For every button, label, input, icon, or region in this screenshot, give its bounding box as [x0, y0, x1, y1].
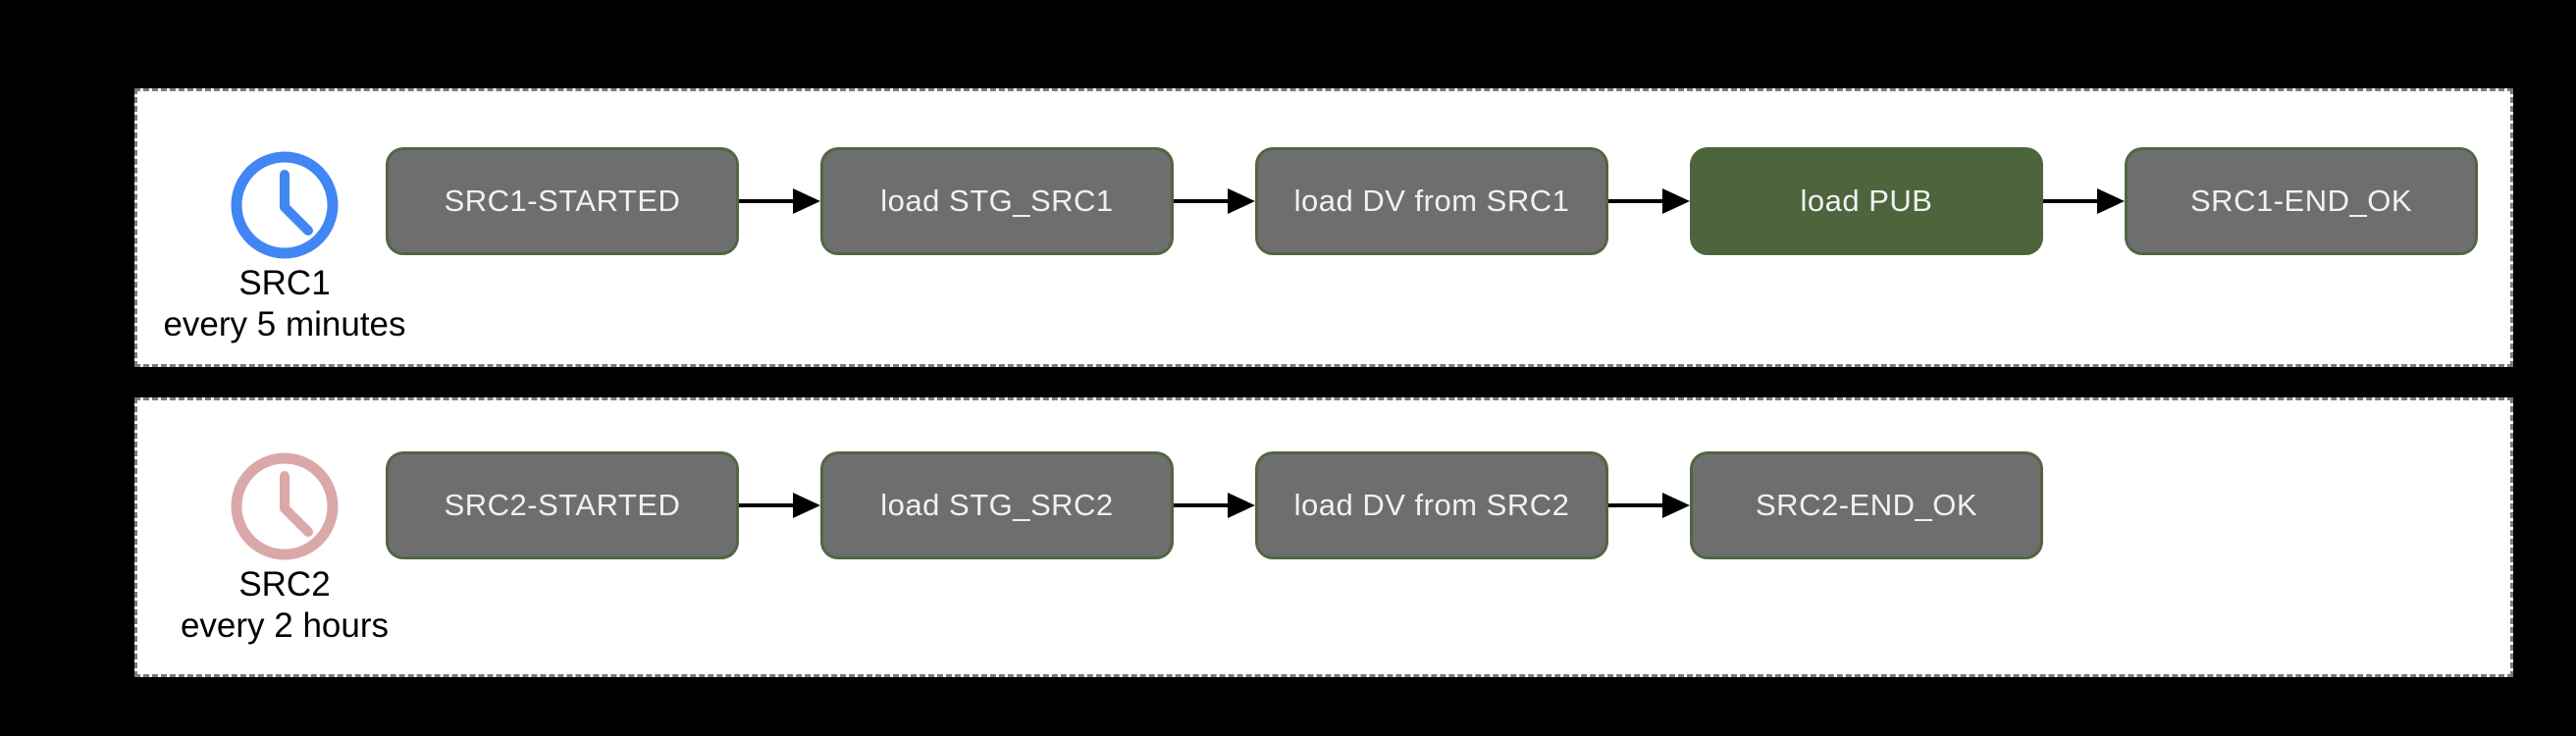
- clock-icon: [231, 151, 339, 259]
- clock-hands: [280, 170, 313, 236]
- trigger-name: SRC1: [238, 264, 331, 302]
- arrow-line: [2043, 199, 2097, 203]
- arrow-line: [739, 199, 793, 203]
- node-src1-started: SRC1-STARTED: [386, 147, 739, 255]
- node-load-pub: load PUB: [1690, 147, 2043, 255]
- flow-row-src2: SRC2-STARTED load STG_SRC2 load DV from …: [386, 451, 2043, 559]
- pipeline-src2-panel: SRC2 every 2 hours SRC2-STARTED load STG…: [134, 397, 2513, 677]
- node-src2-started: SRC2-STARTED: [386, 451, 739, 559]
- arrow-line: [1174, 503, 1228, 507]
- schedule-trigger-src2: SRC2 every 2 hours: [137, 451, 432, 648]
- trigger-schedule: every 5 minutes: [163, 305, 406, 343]
- arrow-line: [1608, 503, 1662, 507]
- node-src1-end-ok: SRC1-END_OK: [2125, 147, 2478, 255]
- schedule-trigger-src1: SRC1 every 5 minutes: [137, 150, 432, 346]
- arrow-head: [1662, 493, 1690, 518]
- flow-arrow: [1608, 147, 1690, 255]
- clock-face: [231, 452, 339, 560]
- node-load-stg-src1: load STG_SRC1: [820, 147, 1174, 255]
- arrow-head: [793, 188, 820, 214]
- flow-arrow: [739, 147, 820, 255]
- pipeline-src1-panel: SRC1 every 5 minutes SRC1-STARTED load S…: [134, 88, 2513, 367]
- trigger-schedule: every 2 hours: [180, 606, 390, 645]
- arrow-head: [2097, 188, 2125, 214]
- node-load-stg-src2: load STG_SRC2: [820, 451, 1174, 559]
- arrow-line: [1174, 199, 1228, 203]
- flow-arrow: [2043, 147, 2125, 255]
- node-load-dv-from-src2: load DV from SRC2: [1255, 451, 1608, 559]
- flow-row-src1: SRC1-STARTED load STG_SRC1 load DV from …: [386, 147, 2478, 255]
- flow-arrow: [1608, 451, 1690, 559]
- arrow-line: [739, 503, 793, 507]
- node-src2-end-ok: SRC2-END_OK: [1690, 451, 2043, 559]
- arrow-head: [1662, 188, 1690, 214]
- flow-arrow: [1174, 147, 1255, 255]
- flow-arrow: [739, 451, 820, 559]
- arrow-head: [793, 493, 820, 518]
- arrow-line: [1608, 199, 1662, 203]
- trigger-name: SRC2: [238, 565, 331, 604]
- clock-face: [231, 151, 339, 259]
- clock-hands: [280, 471, 313, 537]
- arrow-head: [1228, 493, 1255, 518]
- flow-arrow: [1174, 451, 1255, 559]
- node-load-dv-from-src1: load DV from SRC1: [1255, 147, 1608, 255]
- arrow-head: [1228, 188, 1255, 214]
- clock-icon: [231, 452, 339, 560]
